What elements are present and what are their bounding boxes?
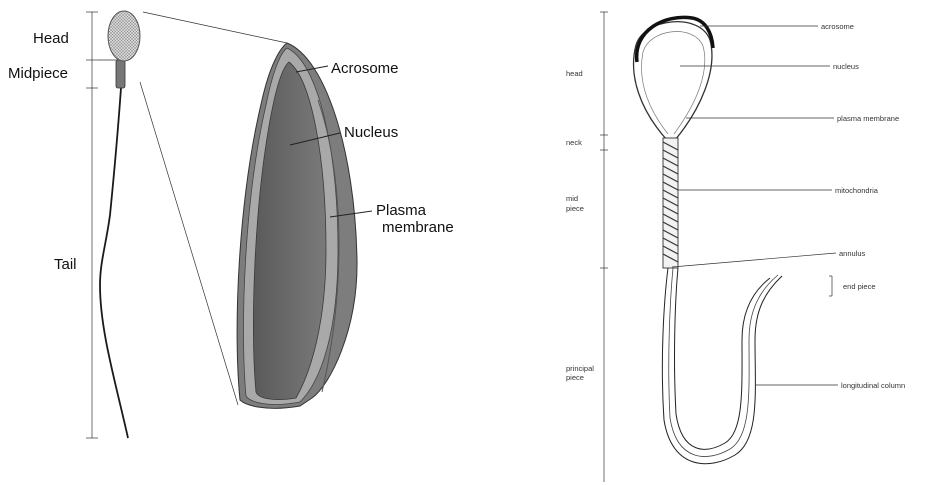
- label-nucleus: Nucleus: [344, 124, 398, 141]
- right-region-bracket: [600, 12, 832, 482]
- label-plasma: Plasma: [376, 202, 427, 219]
- mitochondrial-helix: [663, 138, 678, 268]
- plasma-membrane-outline: [634, 22, 712, 140]
- label-r-principal-piece: piece: [566, 373, 584, 382]
- sperm-tail: [100, 88, 128, 438]
- label-r-nucleus: nucleus: [833, 62, 859, 71]
- right-sperm-diagram: head neck mid piece principal piece acro…: [566, 12, 905, 482]
- label-r-principal: principal: [566, 364, 594, 373]
- label-r-mitochondria: mitochondria: [835, 186, 879, 195]
- label-head: Head: [33, 30, 69, 47]
- label-r-piece: piece: [566, 204, 584, 213]
- whole-sperm-small: [100, 11, 140, 438]
- zoom-line-bottom: [140, 82, 238, 405]
- sperm-midpiece: [116, 60, 125, 88]
- label-acrosome: Acrosome: [331, 60, 399, 77]
- label-tail: Tail: [54, 256, 77, 273]
- label-r-annulus: annulus: [839, 249, 866, 258]
- label-r-end-piece: end piece: [843, 282, 876, 291]
- zoom-line-top: [143, 12, 287, 43]
- label-r-neck: neck: [566, 138, 582, 147]
- label-r-acrosome: acrosome: [821, 22, 854, 31]
- sperm-head: [108, 11, 140, 61]
- label-r-longitudinal-column: longitudinal column: [841, 381, 905, 390]
- label-midpiece: Midpiece: [8, 65, 68, 82]
- label-r-head: head: [566, 69, 583, 78]
- label-r-plasma-membrane: plasma membrane: [837, 114, 899, 123]
- left-sperm-diagram: Head Midpiece Tail Acrosome Nucleus Plas…: [8, 11, 454, 438]
- label-membrane: membrane: [382, 219, 454, 236]
- enlarged-sperm-head: [237, 43, 357, 408]
- label-r-mid: mid: [566, 194, 578, 203]
- flagellum: [662, 268, 782, 464]
- annulus-leader: [672, 253, 836, 267]
